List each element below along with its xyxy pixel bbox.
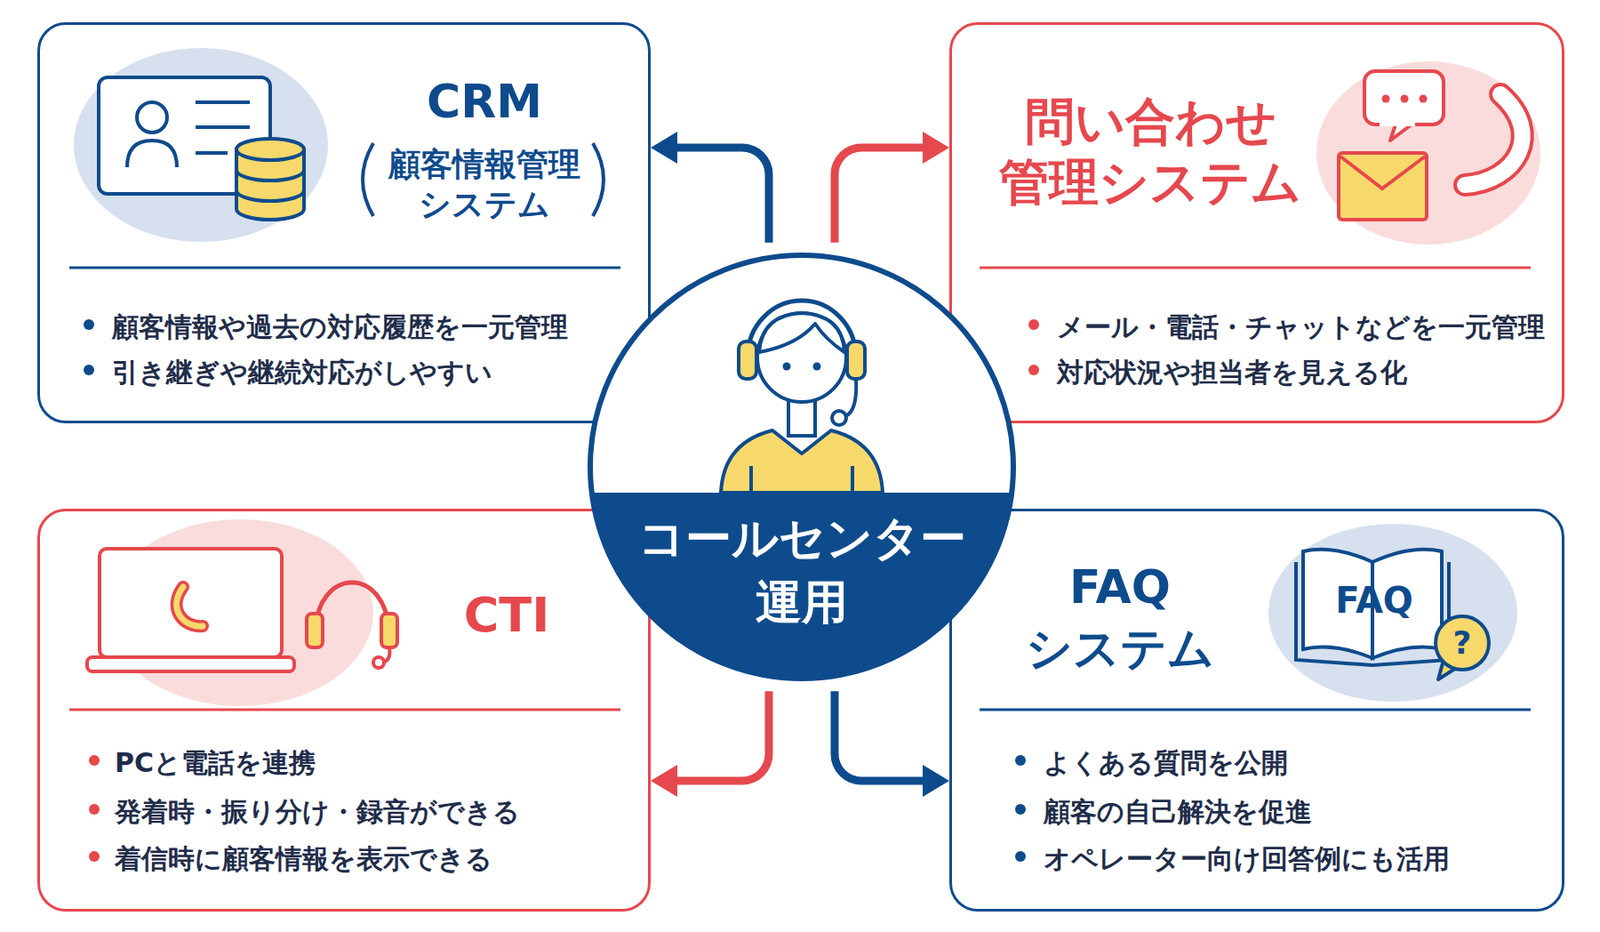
flow-arrow [834,147,923,243]
bullet-text: 引き継ぎや継続対応がしやすい [112,354,493,391]
circle-label: コールセンター 運用 [624,505,980,634]
bullet-text: メール・電話・チャットなどを一元管理 [1056,309,1545,345]
bullet-text: 対応状況や担当者を見える化 [1056,354,1408,391]
icon-label: FAQ [1285,577,1464,623]
bullet-text: 発着時・振り分け・録音ができる [114,793,520,830]
circle-fill [590,255,1014,679]
system-box: 問い合わせ 管理システムメール・電話・チャットなどを一元管理対応状況や担当者を見… [949,22,1565,424]
flow-arrow [677,147,769,243]
box-subtitle: 顧客情報管理 システム [377,144,592,224]
flow-arrow [834,690,923,781]
circle-outline [590,255,1014,679]
icon-label: ? [1435,622,1489,664]
bullet-text: 着信時に顧客情報を表示できる [114,840,493,877]
bullet-text: オペレーター向け回答例にも活用 [1043,840,1450,877]
bullet-text: 顧客の自己解決を促進 [1043,793,1312,830]
center-circle: コールセンター 運用 [587,252,1016,681]
bullet-text: 顧客情報や過去の対応履歴を一元管理 [112,309,568,345]
flow-arrow [677,690,769,781]
box-title: FAQ システム [1004,556,1236,680]
system-box: CRM 顧客情報管理 システム顧客情報や過去の対応履歴を一元管理引き継ぎや継続対応… [37,22,651,424]
bullet-text: よくある質問を公開 [1043,744,1288,781]
system-box: FAQ システムよくある質問を公開顧客の自己解決を促進オペレーター向け回答例にも… [949,508,1565,912]
bullet-text: PCと電話を連携 [114,744,316,781]
system-box: CTI PCと電話を連携発着時・振り分け・録音ができる着信時に顧客情報を表示できる [37,508,651,912]
box-title: 問い合わせ 管理システム [987,91,1313,213]
box-title: CTI [417,586,596,644]
box-title: CRM [395,73,574,129]
